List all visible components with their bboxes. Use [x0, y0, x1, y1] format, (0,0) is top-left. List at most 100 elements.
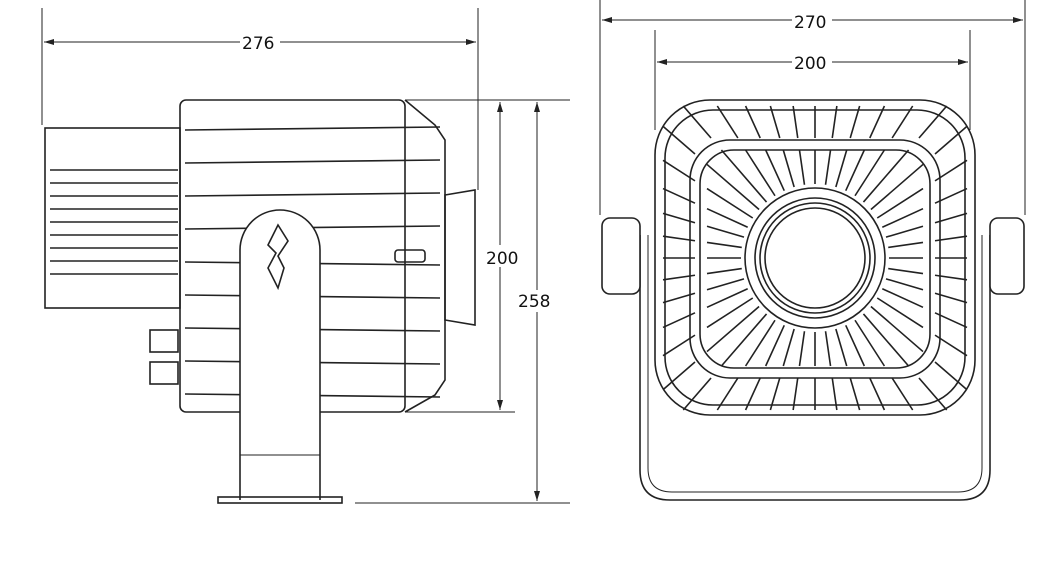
inner-fin [824, 331, 832, 367]
inner-fin [870, 305, 924, 353]
inner-fin [835, 328, 848, 367]
outer-fin [934, 125, 968, 155]
outer-fin [869, 377, 886, 411]
inner-fin [706, 207, 749, 228]
base-plate [217, 496, 343, 504]
inner-fin [764, 149, 785, 192]
outer-fin [849, 377, 861, 411]
left-knob [601, 217, 641, 295]
inner-fin [888, 241, 924, 249]
inner-fin [744, 149, 776, 197]
inner-fin [845, 324, 866, 367]
yoke [639, 235, 991, 501]
body-fin [184, 126, 441, 131]
outer-fin [934, 235, 968, 242]
inner-fin [870, 163, 924, 211]
inner-fin [888, 267, 924, 275]
outer-fin [934, 187, 968, 204]
rear-housing [44, 127, 181, 309]
outer-fin [918, 377, 948, 411]
lock-knob [267, 223, 289, 291]
body-fin [184, 192, 441, 197]
inner-fin [720, 149, 768, 203]
inner-fin [881, 288, 924, 309]
inner-fin [706, 297, 754, 329]
inner-fin [862, 313, 910, 367]
stand [239, 209, 321, 500]
body-fin [184, 159, 441, 164]
inner-fin [876, 187, 924, 219]
outer-fin [716, 377, 739, 411]
dim-label-258: 258 [518, 292, 550, 312]
outer-fin [662, 187, 696, 204]
inner-fin [862, 149, 910, 203]
outer-fin [891, 377, 914, 411]
inner-fin [885, 225, 924, 238]
inner-fin [764, 324, 785, 367]
outer-fin [869, 105, 886, 139]
inner-fin [706, 267, 742, 275]
lens-outer [744, 187, 886, 329]
right-knob [989, 217, 1025, 295]
lens-inner [764, 207, 866, 309]
inner-fin [706, 163, 760, 211]
dim-label-276: 276 [242, 34, 274, 54]
outer-fin [716, 105, 739, 139]
outer-fin [918, 105, 948, 139]
outer-fin [831, 377, 838, 411]
front-view: 270 200 [599, 0, 1026, 501]
outer-fin [744, 377, 761, 411]
inner-fin [798, 149, 806, 185]
outer-fin [769, 105, 781, 139]
outer-fin [792, 377, 799, 411]
outer-fin [891, 105, 914, 139]
outer-fin [769, 377, 781, 411]
inner-fin [706, 187, 754, 219]
outer-fin [934, 312, 968, 329]
outer-fin [744, 105, 761, 139]
inner-fin [824, 149, 832, 185]
outer-fin [662, 361, 696, 391]
outer-fin [662, 274, 696, 281]
inner-fin [706, 305, 760, 353]
outer-fin [682, 377, 712, 411]
outer-fin [934, 212, 968, 224]
inner-fin [881, 207, 924, 228]
outer-fin [662, 235, 696, 242]
dim-label-200-vertical: 200 [486, 249, 518, 269]
outer-fin [682, 105, 712, 139]
dim-label-270: 270 [794, 13, 826, 33]
inner-fin [798, 331, 806, 367]
outer-fin [934, 292, 968, 304]
outer-fin [662, 212, 696, 224]
inner-fin [876, 297, 924, 329]
outer-fin [662, 312, 696, 329]
inner-fin [782, 328, 795, 367]
outer-fin [934, 159, 968, 182]
side-view: 276 200 258 [41, 8, 570, 504]
dim-label-200-horizontal: 200 [794, 54, 826, 74]
inner-fin [885, 278, 924, 291]
outer-fin [662, 292, 696, 304]
inner-fin [854, 149, 886, 197]
connectors [149, 361, 179, 385]
outer-fin [792, 105, 799, 139]
inner-fin [706, 225, 745, 238]
outer-fin [831, 105, 838, 139]
outer-fin [934, 334, 968, 357]
inner-fin [706, 288, 749, 309]
inner-fin [845, 149, 866, 192]
outer-fin [662, 125, 696, 155]
inner-fin [706, 241, 742, 249]
inner-fin [706, 278, 745, 291]
inner-fin [782, 149, 795, 188]
inner-fin [720, 313, 768, 367]
outer-fin [662, 159, 696, 182]
inner-fin [854, 319, 886, 367]
outer-fin [934, 361, 968, 391]
inner-fin [835, 149, 848, 188]
outer-fin [849, 105, 861, 139]
outer-fin [662, 334, 696, 357]
